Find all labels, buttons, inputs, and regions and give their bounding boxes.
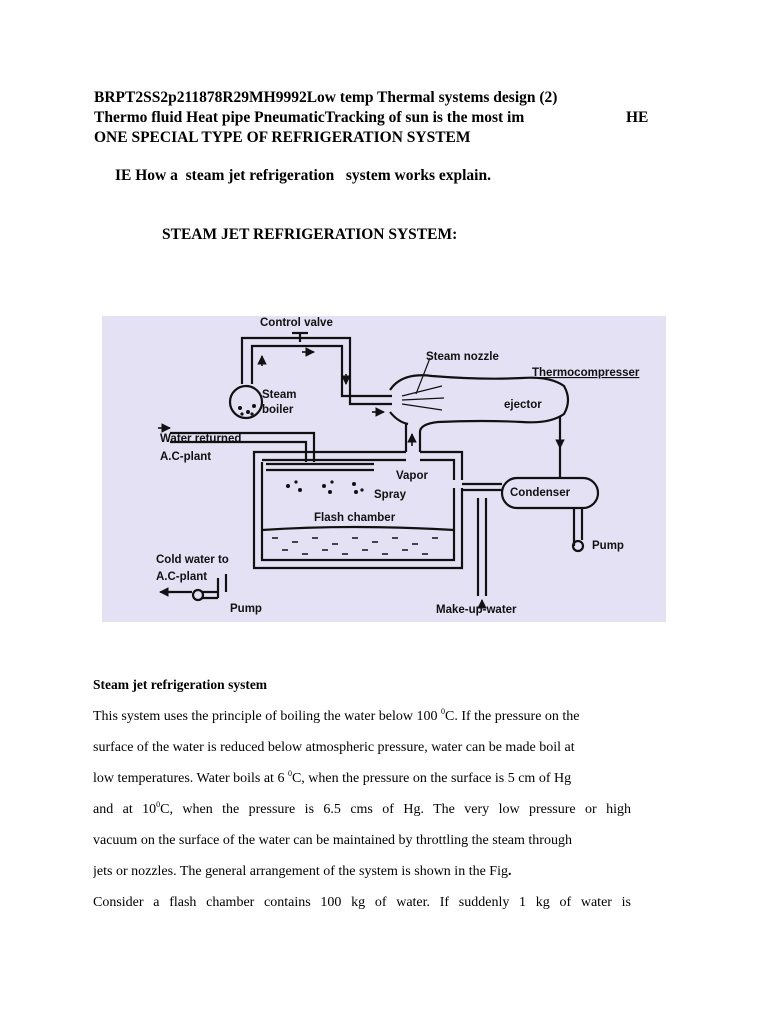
p1-line-3: low temperatures. Water boils at 6 0C, w… bbox=[93, 763, 631, 794]
question: IE How a steam jet refrigeration system … bbox=[115, 167, 491, 184]
label-boiler: boiler bbox=[262, 404, 294, 416]
header-line-2: Thermo fluid Heat pipe PneumaticTracking… bbox=[94, 108, 734, 128]
p1-l1-superscript: 0 bbox=[441, 707, 445, 716]
paragraph-1: This system uses the principle of boilin… bbox=[93, 701, 631, 887]
p1-l4-text-b: C, when the pressure is 6.5 cms of Hg. T… bbox=[160, 802, 631, 817]
p1-line-5: vacuum on the surface of the water can b… bbox=[93, 833, 572, 848]
p1-l3-text-b: C, when the pressure on the surface is 5… bbox=[291, 771, 572, 786]
label-pump-bottom: Pump bbox=[230, 603, 262, 615]
p1-l1-text-a: This system uses the principle of boilin… bbox=[93, 709, 441, 724]
header-line-2-text: Thermo fluid Heat pipe PneumaticTracking… bbox=[94, 109, 525, 126]
header-line-2-right: HE bbox=[626, 109, 649, 126]
figure-title: STEAM JET REFRIGERATION SYSTEM: bbox=[162, 226, 458, 243]
flow-arrows bbox=[158, 347, 565, 609]
diagram-svg: Control valve Steam nozzle Thermocompres… bbox=[102, 316, 666, 622]
p1-l1-text-b: C. If the pressure on the bbox=[445, 709, 580, 724]
label-ac-plant-2: A.C-plant bbox=[156, 571, 207, 583]
paragraph-2: Consider a flash chamber contains 100 kg… bbox=[93, 887, 631, 918]
label-control-valve: Control valve bbox=[260, 317, 333, 329]
diagram-background bbox=[102, 316, 666, 622]
label-steam-nozzle: Steam nozzle bbox=[426, 351, 499, 363]
label-cold-water-to: Cold water to bbox=[156, 554, 229, 566]
label-ac-plant-1: A.C-plant bbox=[160, 451, 211, 463]
label-flash-chamber: Flash chamber bbox=[314, 512, 396, 524]
p1-l4-text-a: and at 10 bbox=[93, 802, 157, 817]
label-ejector: ejector bbox=[504, 399, 542, 411]
steam-jet-diagram: Control valve Steam nozzle Thermocompres… bbox=[102, 316, 666, 622]
p1-l3-superscript: 0 bbox=[287, 769, 292, 778]
diagram-lines bbox=[162, 331, 600, 602]
label-spray: Spray bbox=[374, 489, 407, 501]
label-pump-right: Pump bbox=[592, 540, 624, 552]
label-make-up-water: Make-up-water bbox=[436, 604, 517, 616]
p1-line-6: jets or nozzles. The general arrangement… bbox=[93, 856, 631, 887]
p1-line-4: and at 100C, when the pressure is 6.5 cm… bbox=[93, 794, 631, 825]
p1-l6-period: . bbox=[507, 864, 512, 879]
label-water-returned: Water returned bbox=[160, 433, 241, 445]
section-heading: Steam jet refrigeration system bbox=[93, 677, 268, 692]
p1-l4-superscript: 0 bbox=[156, 800, 161, 809]
header-line-3: ONE SPECIAL TYPE OF REFRIGERATION SYSTEM bbox=[94, 129, 471, 146]
p1-line-2: surface of the water is reduced below at… bbox=[93, 740, 575, 755]
p2-line-1: Consider a flash chamber contains 100 kg… bbox=[93, 895, 631, 910]
label-steam: Steam bbox=[262, 389, 297, 401]
label-vapor: Vapor bbox=[396, 470, 428, 482]
header-line-1: BRPT2SS2p211878R29MH9992Low temp Thermal… bbox=[94, 89, 558, 106]
p1-l3-text-a: low temperatures. Water boils at 6 bbox=[93, 771, 288, 786]
p1-line-1: This system uses the principle of boilin… bbox=[93, 701, 631, 732]
p1-l6-text-a: jets or nozzles. The general arrangement… bbox=[93, 864, 508, 879]
diagram-fill-details bbox=[238, 404, 438, 555]
label-condenser: Condenser bbox=[510, 487, 571, 499]
label-thermocompresser: Thermocompresser bbox=[532, 367, 640, 379]
